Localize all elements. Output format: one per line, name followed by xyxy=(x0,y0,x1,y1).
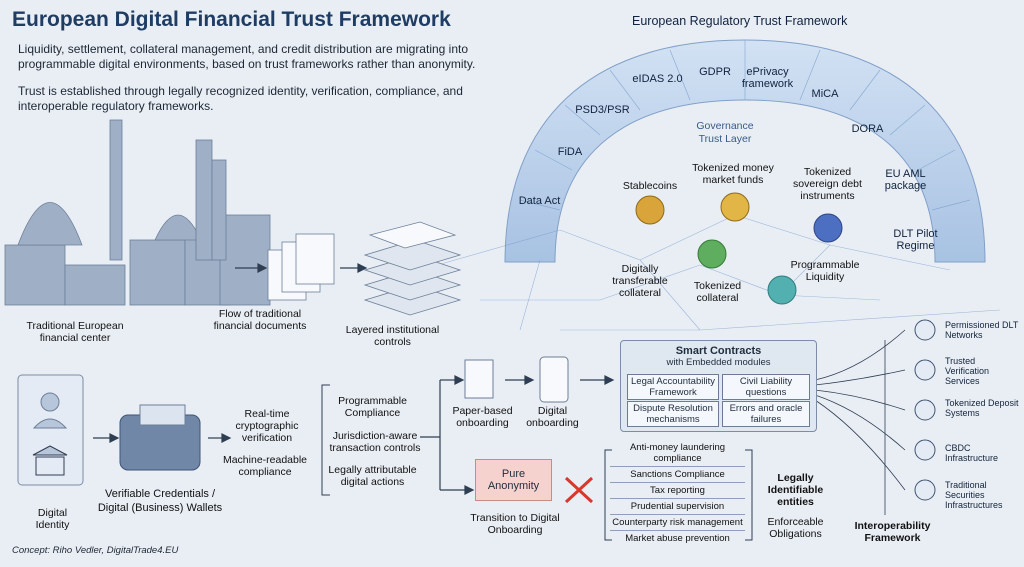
pure-anonymity-box: Pure Anonymity xyxy=(475,459,552,501)
reg-data-act: Data Act xyxy=(518,195,561,207)
asset-stablecoins: Stablecoins xyxy=(622,180,678,192)
interop-deposit: Tokenized Deposit Systems xyxy=(945,398,1019,418)
identity-card xyxy=(17,374,84,486)
smart-contracts-panel: Smart Contracts with Embedded modules Le… xyxy=(620,340,817,432)
intro-paragraph-1: Liquidity, settlement, collateral manage… xyxy=(18,42,476,71)
label-paper-onboarding: Paper-based onboarding xyxy=(452,405,513,429)
rule-aml: Anti-money laundering compliance xyxy=(610,440,745,467)
asset-digital-collateral: Digitally transferable collateral xyxy=(612,263,668,299)
reg-eu-aml: EU AML package xyxy=(884,168,927,192)
asset-tokenized-mmf: Tokenized money market funds xyxy=(692,162,774,186)
reg-dlt-pilot: DLT Pilot Regime xyxy=(893,228,938,252)
interop-cbdc: CBDC Infrastructure xyxy=(945,443,999,463)
asset-tokenized-debt: Tokenized sovereign debt instruments xyxy=(793,166,862,202)
regulatory-dome xyxy=(504,39,986,263)
asset-programmable-liquidity: Programmable Liquidity xyxy=(790,259,860,283)
compliance-jurisdiction: Jurisdiction-aware transaction controls xyxy=(329,430,421,454)
label-transition: Transition to Digital Onboarding xyxy=(470,512,560,536)
reg-mica: MiCA xyxy=(811,88,839,100)
reg-gdpr: GDPR xyxy=(699,66,731,78)
money-fund-icon xyxy=(720,192,750,222)
compliance-attributable: Legally attributable digital actions xyxy=(328,464,417,488)
reg-eidas: eIDAS 2.0 xyxy=(632,73,683,85)
intro-paragraph-2: Trust is established through legally rec… xyxy=(18,84,463,113)
bitcoin-icon xyxy=(697,239,727,269)
label-wallets: Verifiable Credentials / Digital (Busine… xyxy=(97,488,223,514)
rule-market-abuse: Market abuse prevention xyxy=(625,533,730,544)
rule-prudential: Prudential supervision xyxy=(610,499,745,515)
euro-coin-icon xyxy=(813,213,843,243)
page-title: European Digital Financial Trust Framewo… xyxy=(12,8,451,31)
securities-icon xyxy=(914,479,936,501)
reg-eprivacy: ePrivacy framework xyxy=(741,66,794,90)
module-dispute: Dispute Resolution mechanisms xyxy=(627,401,719,427)
label-legally-identifiable: Legally Identifiable entities xyxy=(767,472,824,508)
module-legal: Legal Accountability Framework xyxy=(627,374,719,400)
label-machine-readable: Machine-readable compliance xyxy=(222,454,308,478)
label-digital-onboarding: Digital onboarding xyxy=(526,405,579,429)
label-enforceable: Enforceable Obligations xyxy=(767,516,824,540)
asset-tokenized-collateral: Tokenized collateral xyxy=(693,280,742,304)
cross-icon xyxy=(564,476,594,504)
smart-contracts-subtitle: with Embedded modules xyxy=(666,357,771,368)
rule-counterparty: Counterparty risk management xyxy=(610,515,745,531)
institution-icon xyxy=(32,445,68,476)
rule-tax: Tax reporting xyxy=(610,483,745,499)
reg-dora: DORA xyxy=(851,123,884,135)
smart-contracts-title: Smart Contracts xyxy=(675,345,762,357)
financial-center-illustration xyxy=(4,119,271,306)
interop-securities: Traditional Securities Infrastructures xyxy=(945,480,1003,510)
regulatory-heading: European Regulatory Trust Framework xyxy=(632,14,848,28)
network-icon xyxy=(914,319,936,341)
liquidity-icon xyxy=(767,275,797,305)
cbdc-icon xyxy=(914,439,936,461)
interop-label: Interoperability Framework xyxy=(854,520,931,544)
rules-list: Anti-money laundering compliance Sanctio… xyxy=(610,440,745,546)
label-verification: Real-time cryptographic verification xyxy=(235,408,299,444)
verification-icon xyxy=(914,359,936,381)
documents-icon xyxy=(267,233,335,301)
label-documents: Flow of traditional financial documents xyxy=(213,308,307,332)
credit-line: Concept: Riho Vedler, DigitalTrade4.EU xyxy=(12,545,179,556)
phone-icon xyxy=(539,356,569,403)
module-civil: Civil Liability questions xyxy=(722,374,810,400)
interop-dlt: Permissioned DLT Networks xyxy=(945,320,1019,340)
reg-fida: FiDA xyxy=(557,146,583,158)
layered-controls-icon xyxy=(363,221,462,316)
compliance-programmable: Programmable Compliance xyxy=(338,395,407,419)
deposit-icon xyxy=(914,399,936,421)
interop-verification: Trusted Verification Services xyxy=(945,356,990,386)
rule-sanctions: Sanctions Compliance xyxy=(610,467,745,483)
paper-icon xyxy=(464,359,494,399)
stablecoin-icon xyxy=(635,195,665,225)
reg-psd3: PSD3/PSR xyxy=(575,104,630,116)
label-financial-center: Traditional European financial center xyxy=(26,320,124,344)
label-digital-identity: Digital Identity xyxy=(35,507,70,531)
module-errors: Errors and oracle failures xyxy=(722,401,810,427)
governance-label: Governance Trust Layer xyxy=(696,120,754,145)
label-controls: Layered institutional controls xyxy=(345,324,440,348)
